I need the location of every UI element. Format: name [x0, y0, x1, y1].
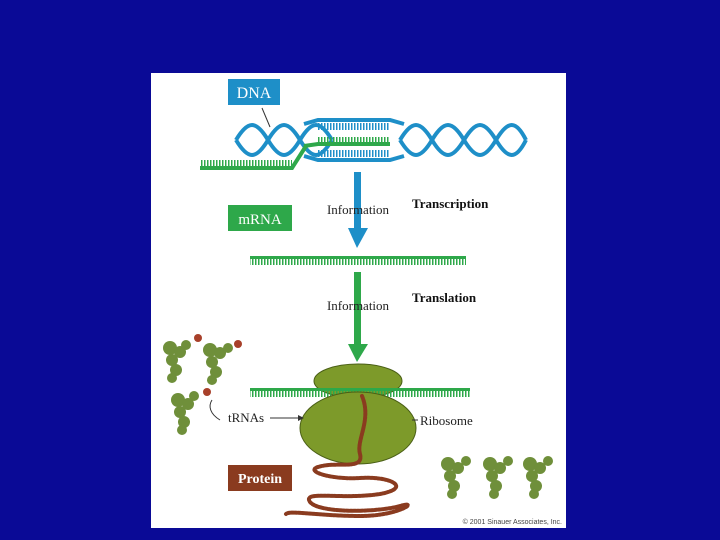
protein-label: Protein [238, 472, 282, 487]
trna-cluster-right [441, 456, 553, 499]
translation-arrow [348, 272, 368, 362]
translation-label: Translation [412, 290, 477, 305]
information-label-1: Information [327, 202, 390, 217]
ribosome-label: Ribosome [420, 413, 473, 428]
mrna-strand [250, 256, 466, 265]
dna-label: DNA [237, 85, 272, 102]
trnas-label: tRNAs [228, 410, 264, 425]
information-label-2: Information [327, 298, 390, 313]
mrna-label: mRNA [238, 212, 282, 228]
transcription-label: Transcription [412, 196, 489, 211]
copyright-text: © 2001 Sinauer Associates, Inc. [463, 518, 562, 526]
transcription-arrow [348, 172, 368, 248]
polypeptide-chain [284, 394, 410, 519]
trna-cluster [163, 334, 242, 435]
protein-label-box [228, 465, 292, 491]
dna-label-box [228, 79, 280, 105]
dna-helix [200, 107, 528, 170]
mrna-label-box [228, 205, 292, 231]
